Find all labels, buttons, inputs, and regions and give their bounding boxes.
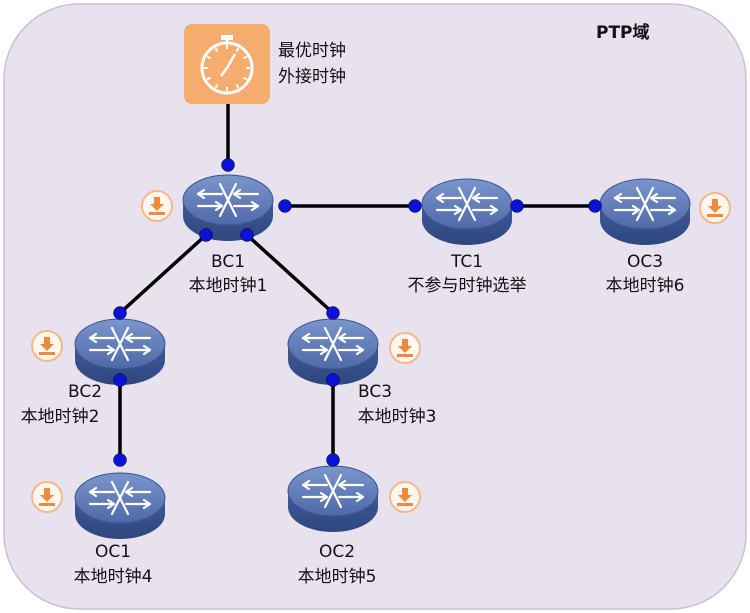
ports-layer: [113, 158, 602, 467]
grandmaster-clock-box: [184, 24, 270, 104]
port-dot-3: [278, 199, 292, 213]
grandmaster-label-line2: 外接时钟: [278, 67, 346, 87]
switch-icon-tc1: [421, 178, 513, 245]
tc1-desc: 不参与时钟选举: [407, 276, 527, 296]
switch-icon-bc3: [287, 318, 379, 385]
port-dot-12: [326, 453, 340, 467]
badges-layer: [31, 190, 731, 513]
download-arrow-icon-bc3: [389, 332, 421, 364]
bc1-name: BC1: [210, 252, 246, 272]
port-dot-4: [408, 199, 422, 213]
bc2-desc: 本地时钟2: [20, 407, 100, 427]
port-dot-8: [113, 373, 127, 387]
port-dot-5: [510, 199, 524, 213]
link-bc1-bc3: [245, 233, 335, 315]
stopwatch-icon: [200, 35, 254, 95]
switch-icon-bc1: [182, 174, 274, 241]
switch-icon-oc3: [599, 178, 691, 245]
port-dot-9: [326, 306, 340, 320]
port-dot-11: [113, 453, 127, 467]
port-dot-10: [326, 373, 340, 387]
download-arrow-icon-oc3: [699, 192, 731, 224]
switch-icon-oc2: [287, 465, 379, 532]
link-bc1-bc2: [118, 233, 208, 315]
devices-layer: [74, 174, 691, 539]
download-arrow-icon-oc2: [389, 481, 421, 513]
switch-icon-bc2: [74, 318, 166, 385]
grandmaster-clock: [184, 24, 270, 104]
download-arrow-icon-bc1: [141, 190, 173, 222]
grandmaster-label-line1: 最优时钟: [278, 41, 346, 61]
bc1-desc: 本地时钟1: [188, 276, 268, 296]
bc3-name: BC3: [357, 382, 393, 402]
oc2-name: OC2: [318, 542, 356, 562]
switch-icon-oc1: [74, 472, 166, 539]
oc1-name: OC1: [94, 542, 132, 562]
links-layer: [118, 104, 595, 460]
bc2-name: BC2: [67, 382, 103, 402]
ptp-domain-area: [3, 3, 747, 610]
download-arrow-icon-bc2: [31, 330, 63, 362]
port-dot-1: [199, 228, 213, 242]
domain-title: PTP域: [596, 23, 650, 43]
port-dot-6: [588, 199, 602, 213]
oc3-desc: 本地时钟6: [605, 276, 685, 296]
oc2-desc: 本地时钟5: [297, 567, 377, 587]
bc3-desc: 本地时钟3: [357, 407, 437, 427]
port-dot-7: [113, 306, 127, 320]
port-dot-0: [221, 158, 235, 172]
oc1-desc: 本地时钟4: [73, 567, 153, 587]
oc3-name: OC3: [626, 252, 664, 272]
tc1-name: TC1: [450, 252, 484, 272]
download-arrow-icon-oc1: [31, 481, 63, 513]
port-dot-2: [240, 228, 254, 242]
